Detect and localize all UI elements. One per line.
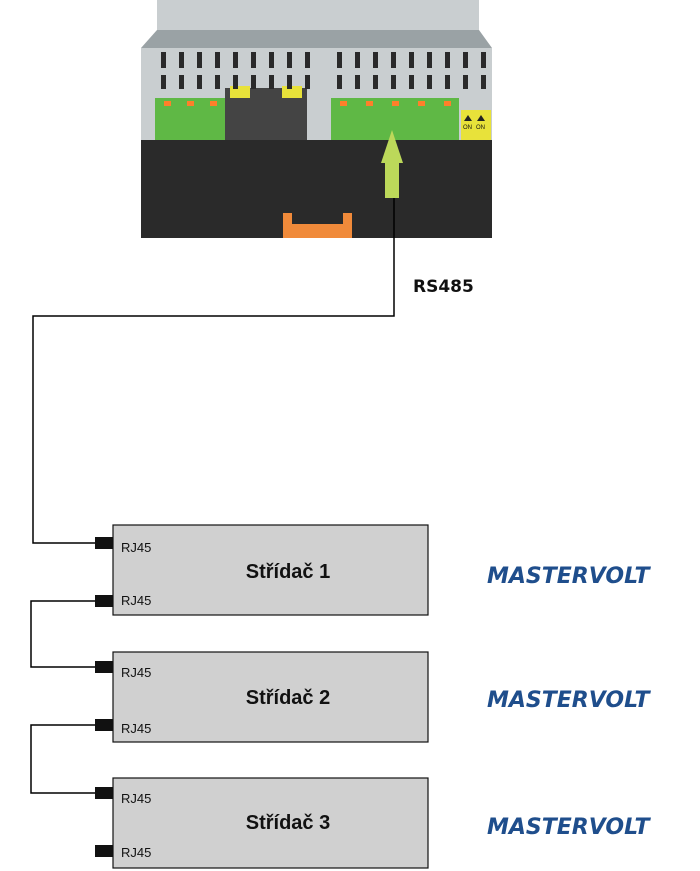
vent-slot	[161, 75, 166, 89]
port-label-top: RJ45	[121, 665, 151, 680]
vent-slot	[197, 75, 202, 89]
vent-slot	[481, 75, 486, 89]
vent-slot	[391, 75, 396, 89]
port-label-bottom: RJ45	[121, 845, 151, 860]
device-body	[141, 140, 492, 238]
port-label-bottom: RJ45	[121, 593, 151, 608]
vent-slot	[287, 75, 292, 89]
vent-slot	[197, 52, 202, 68]
vent-slot	[481, 52, 486, 68]
vent-slots	[161, 52, 486, 89]
vent-slot	[215, 52, 220, 68]
vent-slot	[355, 52, 360, 68]
rs485-cable	[32, 198, 395, 544]
vent-slot	[233, 52, 238, 68]
rj45-plug-top	[95, 787, 113, 799]
device-top-cover	[157, 0, 479, 30]
daisy-cable-1-2	[30, 600, 95, 668]
inverter-name: Střídač 2	[246, 687, 330, 709]
controller-device: ON ON	[141, 0, 492, 238]
vent-slot	[287, 52, 292, 68]
inverter-box	[112, 524, 429, 616]
rj45-plug-top	[95, 537, 113, 549]
dip-switch-label-2: ON	[476, 125, 485, 131]
port-label-top: RJ45	[121, 791, 151, 806]
vent-slot	[427, 75, 432, 89]
inverter-box	[112, 651, 429, 743]
terminal-pin	[340, 101, 347, 106]
terminal-pin	[187, 101, 194, 106]
connection-arrow-head	[381, 130, 403, 163]
vent-slot	[251, 75, 256, 89]
vent-slot	[337, 75, 342, 89]
vent-slot	[233, 75, 238, 89]
terminal-pin	[164, 101, 171, 106]
inverter-name: Střídač 1	[246, 561, 330, 583]
brand-logo: MASTERVOLT	[487, 688, 651, 713]
brand-logo: MASTERVOLT	[487, 815, 651, 840]
rj45-plug-bottom	[95, 845, 113, 857]
vent-slot	[409, 52, 414, 68]
rj45-plug-bottom	[95, 719, 113, 731]
terminal-pin	[444, 101, 451, 106]
daisy-cable-2-3	[30, 724, 95, 794]
vent-slot	[445, 52, 450, 68]
device-top-bevel	[141, 30, 492, 48]
vent-slot	[463, 75, 468, 89]
dip-switch-block	[461, 110, 491, 140]
vent-slot	[445, 75, 450, 89]
vent-slot	[427, 52, 432, 68]
vent-slot	[251, 52, 256, 68]
inverter-1: RJ45 RJ45 Střídač 1 MASTERVOLT	[95, 524, 651, 616]
vent-slot	[373, 52, 378, 68]
vent-slot	[269, 52, 274, 68]
vent-slot	[179, 52, 184, 68]
bus-label: RS485	[413, 277, 474, 297]
inverter-name: Střídač 3	[246, 812, 330, 834]
vent-slot	[161, 52, 166, 68]
vent-slot	[391, 52, 396, 68]
inverter-2: RJ45 RJ45 Střídač 2 MASTERVOLT	[95, 651, 651, 743]
inverter-box	[112, 777, 429, 869]
port-label-top: RJ45	[121, 540, 151, 555]
din-rail-clip	[283, 213, 352, 238]
terminal-pin	[366, 101, 373, 106]
vent-slot	[305, 75, 310, 89]
terminal-pin	[418, 101, 425, 106]
vent-slot	[305, 52, 310, 68]
terminal-pin	[210, 101, 217, 106]
rj45-plug-bottom	[95, 595, 113, 607]
dip-switch-arrow-1	[464, 115, 472, 121]
vent-slot	[179, 75, 184, 89]
dip-switch-arrow-2	[477, 115, 485, 121]
vent-slot	[215, 75, 220, 89]
vent-slot	[269, 75, 274, 89]
connection-arrow-shaft	[385, 160, 399, 198]
brand-logo: MASTERVOLT	[487, 564, 651, 589]
port-label-bottom: RJ45	[121, 721, 151, 736]
terminal-pin	[392, 101, 399, 106]
rj45-plug-top	[95, 661, 113, 673]
dip-switch-label-1: ON	[463, 125, 472, 131]
vent-slot	[373, 75, 378, 89]
vent-slot	[337, 52, 342, 68]
vent-slot	[463, 52, 468, 68]
inverter-3: RJ45 RJ45 Střídač 3 MASTERVOLT	[95, 777, 651, 869]
terminal-pins	[164, 101, 451, 106]
vent-slot	[409, 75, 414, 89]
vent-slot	[355, 75, 360, 89]
